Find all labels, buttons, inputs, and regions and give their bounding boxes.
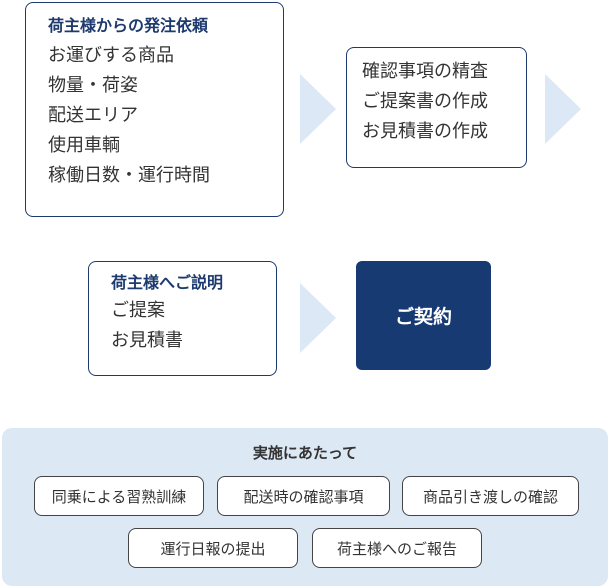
implementation-item: 同乗による習熟訓練 — [34, 476, 204, 516]
flow-arrow-icon — [545, 74, 581, 144]
implementation-item: 商品引き渡しの確認 — [402, 476, 579, 516]
order-request-item: 配送エリア — [48, 105, 138, 126]
implementation-title: 実施にあたって — [252, 444, 358, 462]
review-box: 確認事項の精査 ご提案書の作成 お見積書の作成 — [346, 47, 527, 168]
explanation-box: 荷主様へご説明 ご提案 お見積書 — [88, 261, 277, 376]
order-request-title: 荷主様からの発注依頼 — [48, 16, 209, 35]
explanation-title: 荷主様へご説明 — [111, 273, 224, 292]
implementation-item: 荷主様へのご報告 — [312, 528, 482, 568]
implementation-panel: 実施にあたって 同乗による習熟訓練 配送時の確認事項 商品引き渡しの確認 運行日… — [2, 428, 608, 586]
order-request-box: 荷主様からの発注依頼 お運びする商品 物量・荷姿 配送エリア 使用車輌 稼働日数… — [25, 2, 284, 217]
flow-arrow-icon — [300, 283, 336, 353]
explanation-item: ご提案 — [111, 300, 165, 321]
explanation-item: お見積書 — [111, 330, 183, 351]
implementation-item: 配送時の確認事項 — [217, 476, 390, 516]
review-item: お見積書の作成 — [362, 121, 488, 142]
contract-label: ご契約 — [394, 306, 452, 328]
contract-box: ご契約 — [356, 261, 491, 370]
implementation-item: 運行日報の提出 — [128, 528, 298, 568]
order-request-item: 使用車輌 — [48, 135, 120, 156]
review-item: 確認事項の精査 — [362, 61, 488, 82]
flow-arrow-icon — [300, 74, 336, 144]
review-item: ご提案書の作成 — [362, 91, 488, 112]
order-request-item: 物量・荷姿 — [48, 75, 138, 96]
order-request-item: お運びする商品 — [48, 45, 174, 66]
order-request-item: 稼働日数・運行時間 — [48, 165, 210, 186]
